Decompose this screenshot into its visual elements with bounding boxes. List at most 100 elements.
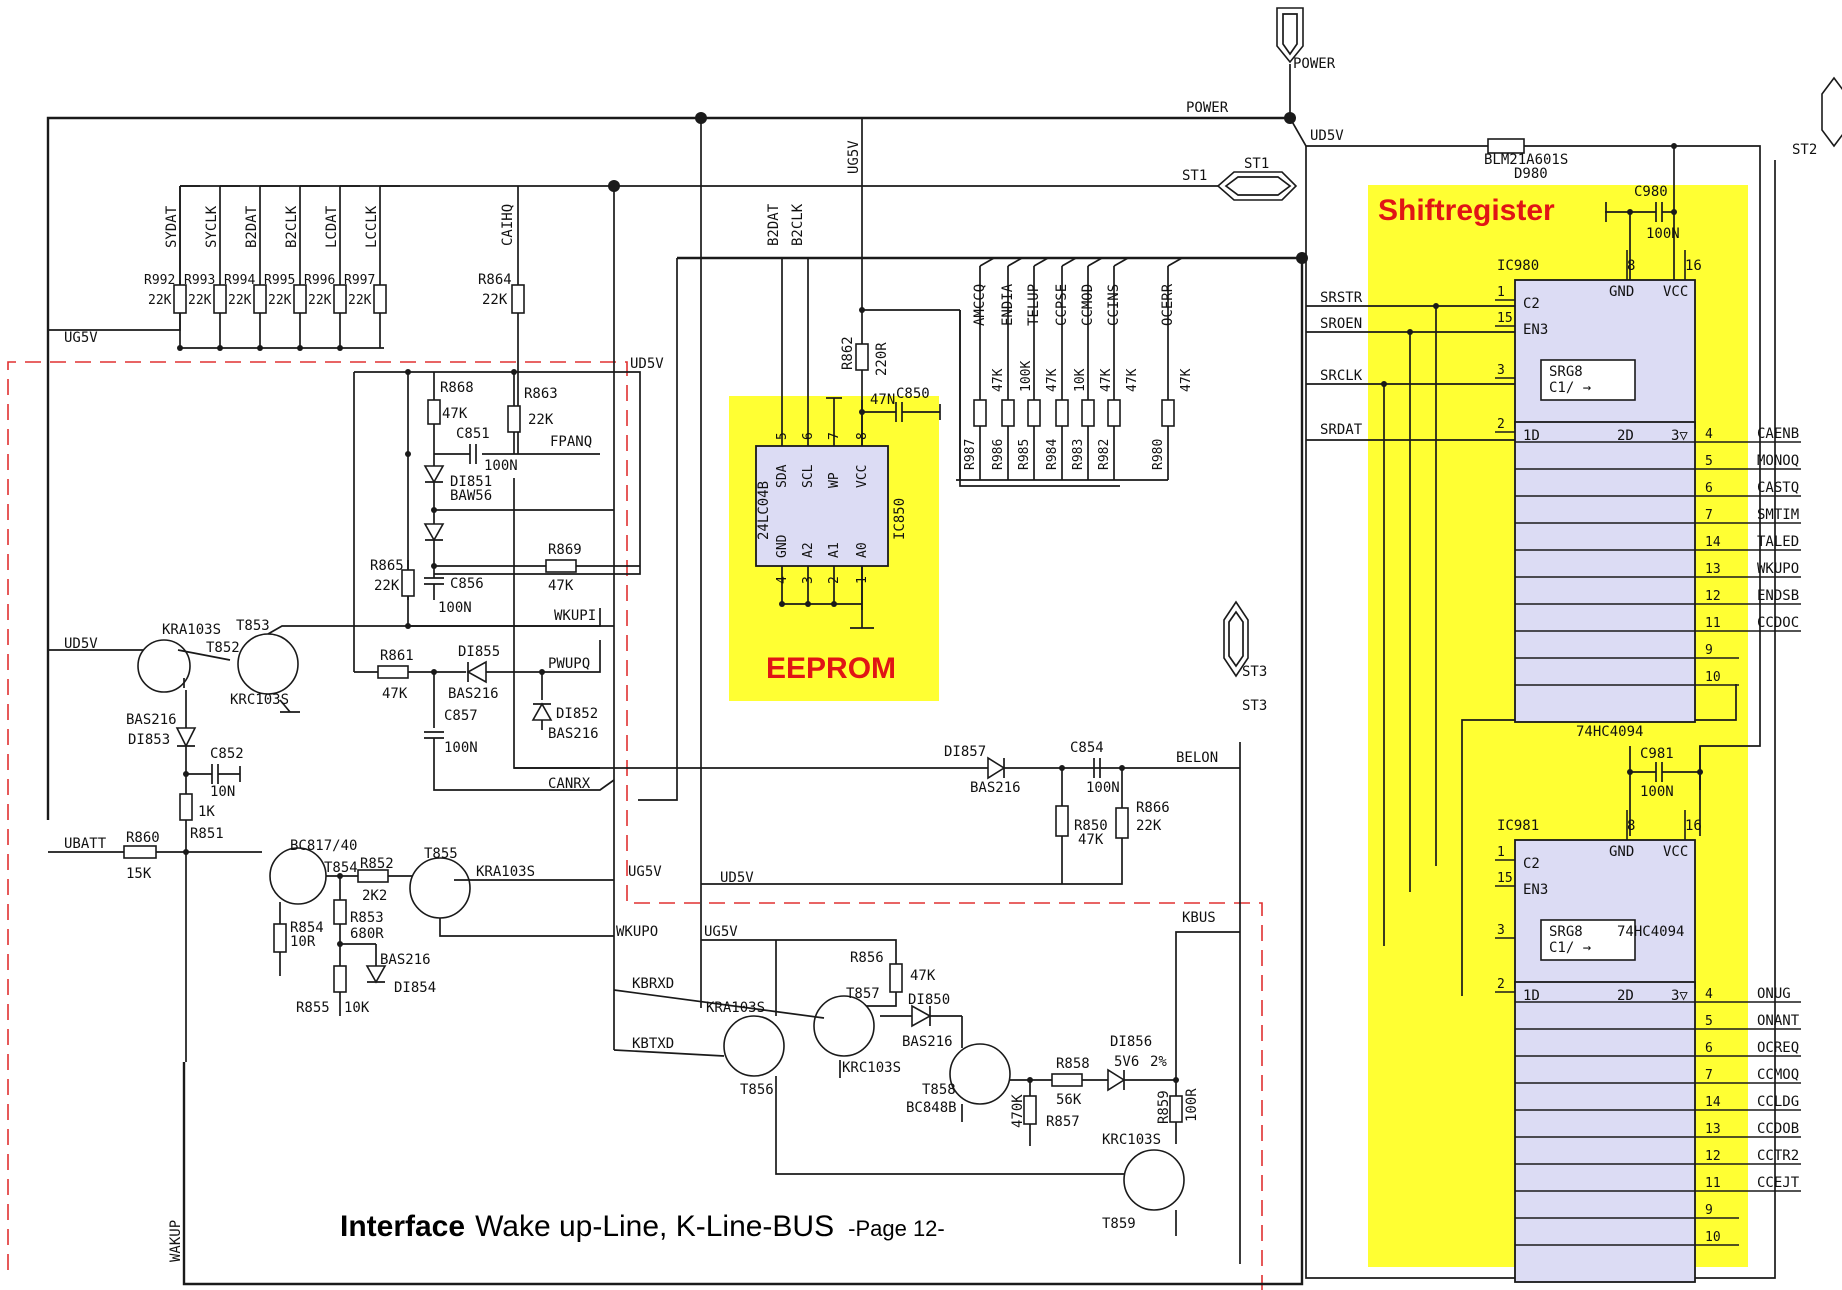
r994-ref: R994 <box>224 273 255 288</box>
r858-val: 56K <box>1056 1092 1082 1108</box>
t858-type: BC848B <box>906 1100 957 1116</box>
net-label-kbus: KBUS <box>1182 910 1216 926</box>
ic850-pin-num: 2 <box>827 576 842 584</box>
ic980-c2: C2 <box>1523 296 1540 312</box>
shiftregister-feed: BLM21A601S D980 C980 100N C981 100N 74HC… <box>1306 138 1737 996</box>
ic980-out-castq: CASTQ <box>1757 480 1799 496</box>
ic981-out-cctr2: CCTR2 <box>1757 1148 1799 1164</box>
ic981-out-pin-14: 14 <box>1705 1095 1721 1110</box>
ic981-c2: C2 <box>1523 856 1540 872</box>
c857-ref: C857 <box>444 708 478 724</box>
c851-ref: C851 <box>456 426 490 442</box>
t855-type: KRA103S <box>476 864 535 880</box>
r856-val: 47K <box>910 968 936 984</box>
r850-val: 47K <box>1078 832 1104 848</box>
di853-ref: DI853 <box>128 732 170 748</box>
t859-type: KRC103S <box>1102 1132 1161 1148</box>
t852-ref: T852 <box>206 640 240 656</box>
resistor-bank-top: SYDATR99222KSYCLKR99322KB2DATR99422KB2CL… <box>144 185 400 348</box>
r869-ref: R869 <box>548 542 582 558</box>
r863-ref: R863 <box>524 386 558 402</box>
ic980-en3: EN3 <box>1523 322 1548 338</box>
net-label-srclk: SRCLK <box>1320 368 1363 384</box>
r997-ref: R997 <box>344 273 375 288</box>
t854-type: BC817/40 <box>290 838 357 854</box>
di851-ref: DI851 <box>450 474 492 490</box>
r996-ref: R996 <box>304 273 335 288</box>
r852-ref: R852 <box>360 856 394 872</box>
t856-ref: T856 <box>740 1082 774 1098</box>
resistor-bank-pullup: AMCCQR98747KENDIAR986100KTELUPR98547KCCP… <box>956 257 1194 481</box>
ic981-vcc: VCC <box>1663 844 1688 860</box>
ic850-pin-a1: A1 <box>827 542 842 558</box>
net-label-ug5v-vert: UG5V <box>846 140 862 174</box>
di850-ref: DI850 <box>908 992 950 1008</box>
r983-ref: R983 <box>1071 439 1086 470</box>
net-label-wakup: WAKUP <box>168 1220 184 1262</box>
ic980-out-pin-12: 12 <box>1705 589 1721 604</box>
r868-val: 47K <box>442 406 468 422</box>
r986-ref: R986 <box>991 439 1006 470</box>
net-label-caihq: CAIHQ <box>500 204 516 246</box>
ic980-out-pin-6: 6 <box>1705 481 1713 496</box>
ic850-pin-num: 4 <box>775 576 790 584</box>
ic980-in-pin-2: 2 <box>1497 417 1505 432</box>
ic981-2d: 2D <box>1617 988 1634 1004</box>
di855-ref: DI855 <box>458 644 500 660</box>
di852-ref: DI852 <box>556 706 598 722</box>
net-label-ud5v-left: UD5V <box>64 636 98 652</box>
connector-power: POWER <box>1276 7 1336 72</box>
ic981-out-pin-12: 12 <box>1705 1149 1721 1164</box>
di856-ref: DI856 <box>1110 1034 1152 1050</box>
r992-val: 22K <box>148 293 172 308</box>
ic980-2d: 2D <box>1617 428 1634 444</box>
t858-ref: T858 <box>922 1082 956 1098</box>
t853-type: KRA103S <box>162 622 221 638</box>
t852-type: KRC103S <box>230 692 289 708</box>
ic980-srg: SRG8 <box>1549 364 1583 380</box>
input-telup: TELUP <box>1026 284 1042 326</box>
connector-st1-label: ST1 <box>1244 156 1269 172</box>
ic980-out-pin-14: 14 <box>1705 535 1721 550</box>
net-label-ud5v-top: UD5V <box>1310 128 1344 144</box>
ic981-out-pin-9: 9 <box>1705 1203 1713 1218</box>
ic850-pin-scl: SCL <box>801 464 816 488</box>
top-signal-lcclk: LCCLK <box>364 205 380 248</box>
r982-val: 47K <box>1125 368 1140 392</box>
c856-ref: C856 <box>450 576 484 592</box>
ic981-out-pin-11: 11 <box>1705 1176 1721 1191</box>
ic980-c1: C1/ → <box>1549 380 1591 396</box>
ic850-pin-num: 7 <box>827 432 842 440</box>
top-signal-b2clk: B2CLK <box>284 205 300 248</box>
c854-ref: C854 <box>1070 740 1104 756</box>
c852-ref: C852 <box>210 746 244 762</box>
ic980-out-pin-13: 13 <box>1705 562 1721 577</box>
r853-val: 680R <box>350 926 384 942</box>
di857-val: BAS216 <box>970 780 1021 796</box>
r857-val: 470K <box>1010 1094 1026 1128</box>
r866-ref: R866 <box>1136 800 1170 816</box>
r995-val: 22K <box>268 293 292 308</box>
ic850-pin-num: 5 <box>775 432 790 440</box>
ic981-out-onug: ONUG <box>1757 986 1791 1002</box>
ic981-in-pin-3: 3 <box>1497 923 1505 938</box>
ic981-out-ccdob: CCDOB <box>1757 1121 1799 1137</box>
ic980-out-smtim: SMTIM <box>1757 507 1799 523</box>
ic850-pin-vcc: VCC <box>855 465 870 488</box>
ic981-out-ocreq: OCREQ <box>1757 1040 1799 1056</box>
r985-ref: R985 <box>1017 439 1032 470</box>
l980-type: BLM21A601S <box>1484 152 1568 168</box>
net-label-belon: BELON <box>1176 750 1218 766</box>
input-endia: ENDIA <box>1000 283 1016 326</box>
ic981-out-pin-6: 6 <box>1705 1041 1713 1056</box>
ubatt-t854-t855: BC817/40 T854 R852 2K2 R853 680R R854 10… <box>48 830 614 1016</box>
input-ocerr: OCERR <box>1160 283 1176 326</box>
t859-ref: T859 <box>1102 1216 1136 1232</box>
connector-st3: ST3 ST3 <box>1223 600 1267 714</box>
r859-ref: R859 <box>1156 1090 1172 1124</box>
net-label-ug5v-mid: UG5V <box>628 864 662 880</box>
ic980-in-pin-3: 3 <box>1497 363 1505 378</box>
net-label-canrx: CANRX <box>548 776 591 792</box>
ic980-out-pin-9: 9 <box>1705 643 1713 658</box>
